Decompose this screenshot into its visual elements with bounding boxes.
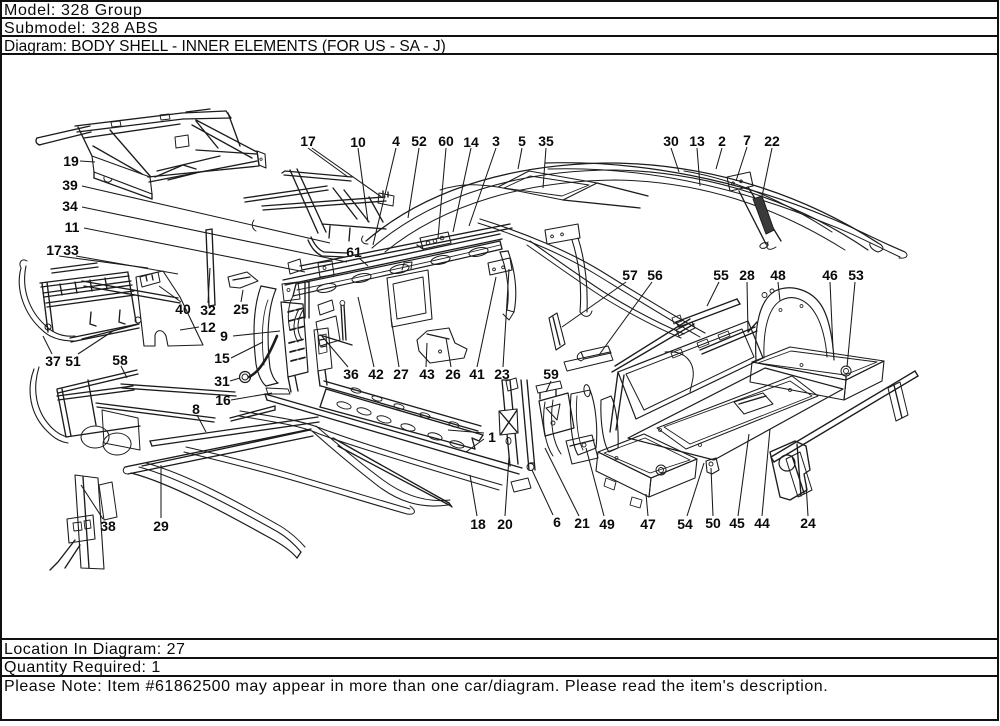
svg-text:39: 39 bbox=[62, 177, 78, 193]
svg-text:22: 22 bbox=[764, 133, 780, 149]
svg-text:36: 36 bbox=[343, 366, 359, 382]
svg-text:35: 35 bbox=[538, 133, 554, 149]
svg-text:15: 15 bbox=[214, 350, 230, 366]
svg-text:9: 9 bbox=[220, 328, 228, 344]
svg-text:6: 6 bbox=[553, 514, 561, 530]
svg-text:57: 57 bbox=[622, 267, 638, 283]
svg-text:54: 54 bbox=[677, 516, 693, 532]
svg-text:2: 2 bbox=[718, 133, 726, 149]
svg-text:24: 24 bbox=[800, 515, 816, 531]
svg-text:47: 47 bbox=[640, 516, 656, 532]
svg-text:51: 51 bbox=[65, 353, 81, 369]
svg-text:41: 41 bbox=[469, 366, 485, 382]
svg-text:29: 29 bbox=[153, 518, 169, 534]
svg-text:12: 12 bbox=[200, 319, 216, 335]
svg-text:4: 4 bbox=[392, 133, 400, 149]
svg-text:53: 53 bbox=[848, 267, 864, 283]
svg-text:11: 11 bbox=[65, 219, 80, 235]
svg-text:60: 60 bbox=[438, 133, 454, 149]
svg-text:21: 21 bbox=[574, 515, 590, 531]
svg-text:61: 61 bbox=[346, 244, 362, 260]
svg-text:38: 38 bbox=[100, 518, 116, 534]
svg-text:10: 10 bbox=[350, 134, 366, 150]
svg-text:44: 44 bbox=[754, 515, 770, 531]
svg-text:59: 59 bbox=[543, 366, 559, 382]
svg-text:17: 17 bbox=[46, 242, 62, 258]
svg-text:13: 13 bbox=[689, 133, 705, 149]
svg-text:19: 19 bbox=[63, 153, 79, 169]
svg-text:32: 32 bbox=[200, 302, 216, 318]
svg-text:27: 27 bbox=[393, 366, 409, 382]
svg-text:58: 58 bbox=[112, 352, 128, 368]
svg-text:30: 30 bbox=[663, 133, 679, 149]
svg-text:50: 50 bbox=[705, 515, 721, 531]
svg-text:7: 7 bbox=[743, 132, 751, 148]
svg-text:8: 8 bbox=[192, 401, 200, 417]
svg-text:3: 3 bbox=[492, 133, 500, 149]
svg-text:43: 43 bbox=[419, 366, 435, 382]
svg-text:1: 1 bbox=[488, 429, 496, 445]
svg-text:48: 48 bbox=[770, 267, 786, 283]
svg-text:42: 42 bbox=[368, 366, 384, 382]
svg-text:26: 26 bbox=[445, 366, 461, 382]
svg-text:17: 17 bbox=[300, 133, 316, 149]
svg-text:55: 55 bbox=[713, 267, 729, 283]
svg-text:52: 52 bbox=[411, 133, 427, 149]
svg-text:14: 14 bbox=[463, 134, 479, 150]
svg-text:37: 37 bbox=[45, 353, 61, 369]
svg-text:20: 20 bbox=[497, 516, 513, 532]
svg-text:56: 56 bbox=[647, 267, 663, 283]
svg-text:45: 45 bbox=[729, 515, 745, 531]
svg-text:18: 18 bbox=[470, 516, 486, 532]
svg-text:33: 33 bbox=[63, 242, 79, 258]
svg-text:40: 40 bbox=[175, 301, 191, 317]
svg-text:49: 49 bbox=[599, 516, 615, 532]
svg-text:25: 25 bbox=[233, 301, 249, 317]
svg-text:23: 23 bbox=[494, 366, 510, 382]
svg-text:34: 34 bbox=[62, 198, 78, 214]
svg-text:31: 31 bbox=[214, 373, 230, 389]
svg-text:5: 5 bbox=[518, 133, 526, 149]
svg-text:46: 46 bbox=[822, 267, 838, 283]
svg-text:28: 28 bbox=[739, 267, 755, 283]
